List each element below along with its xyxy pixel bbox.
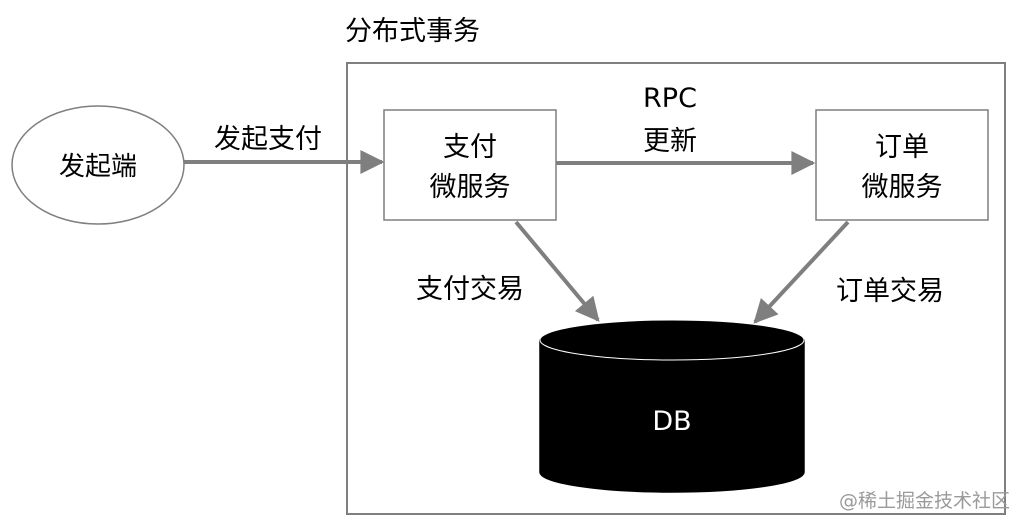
- order-service-line1: 订单: [875, 132, 929, 163]
- container-title: 分布式事务: [345, 16, 480, 47]
- payment-transaction-label: 支付交易: [416, 274, 524, 305]
- order-service-box: [815, 109, 989, 221]
- order-transaction-label: 订单交易: [836, 276, 944, 307]
- payment-transaction-arrow: [514, 220, 600, 322]
- payment-service-box: [383, 109, 557, 221]
- distributed-transaction-container: [346, 62, 1006, 515]
- initiate-payment-label: 发起支付: [214, 124, 322, 155]
- database-label: DB: [652, 406, 691, 437]
- rpc-label: RPC: [643, 83, 697, 114]
- order-service-line2: 微服务: [862, 172, 943, 203]
- database-cylinder: [539, 319, 805, 493]
- client-label: 发起端: [59, 152, 137, 182]
- update-label: 更新: [643, 126, 697, 157]
- payment-service-line2: 微服务: [430, 172, 511, 203]
- watermark: @稀土掘金技术社区: [839, 490, 1010, 512]
- client-node: [11, 105, 185, 225]
- payment-service-line1: 支付: [443, 132, 497, 163]
- order-transaction-arrow: [753, 220, 850, 324]
